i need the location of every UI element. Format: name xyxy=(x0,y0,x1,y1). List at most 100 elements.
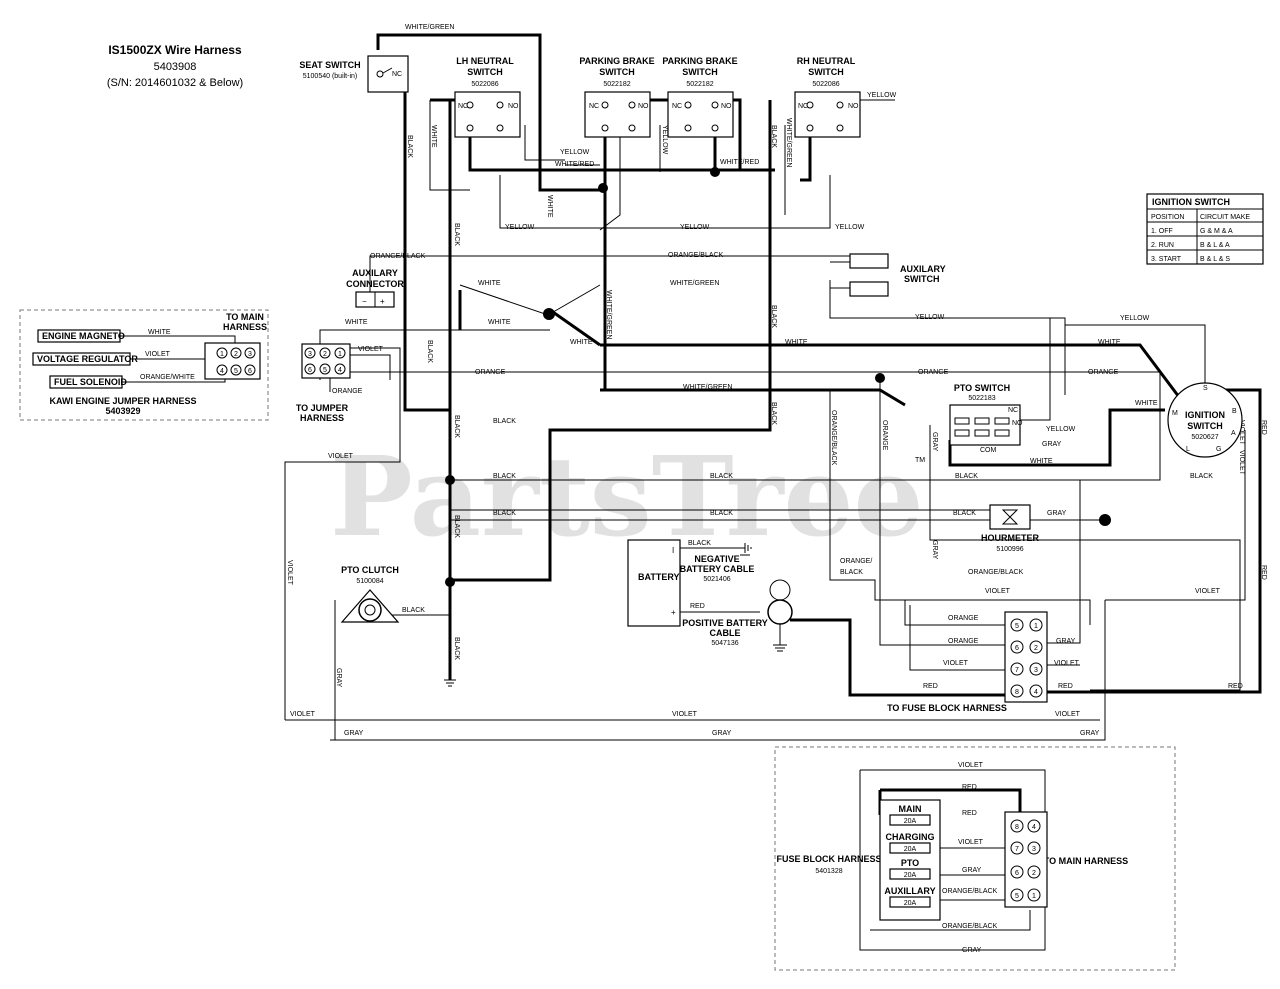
svg-text:20A: 20A xyxy=(904,846,917,853)
svg-text:HOURMETER: HOURMETER xyxy=(981,533,1039,543)
svg-text:G & M & A: G & M & A xyxy=(1200,228,1233,235)
wire-label: GRAY xyxy=(931,432,938,452)
wire-label: BLACK xyxy=(840,569,863,576)
thick-wires xyxy=(376,33,1262,825)
svg-text:1: 1 xyxy=(1032,893,1036,900)
wire-label: YELLOW xyxy=(1120,315,1150,322)
svg-text:5022182: 5022182 xyxy=(603,81,630,88)
svg-text:3: 3 xyxy=(1034,667,1038,674)
wire-label: ORANGE/ xyxy=(840,558,872,565)
svg-text:B: B xyxy=(1232,408,1237,415)
svg-text:S: S xyxy=(1203,385,1208,392)
svg-text:TO JUMPER: TO JUMPER xyxy=(296,403,349,413)
wire-label: BLACK xyxy=(710,473,733,480)
wire-label: VIOLET xyxy=(672,711,698,718)
svg-text:+: + xyxy=(671,608,676,617)
svg-text:3: 3 xyxy=(248,351,252,358)
to-jumper-harness-connector: 3 2 1 6 5 4 TO JUMPER HARNESS xyxy=(296,343,351,423)
svg-text:5: 5 xyxy=(1015,623,1019,630)
wire-label: WHITE/RED xyxy=(720,159,759,166)
diagram-serial: (S/N: 2014601032 & Below) xyxy=(107,77,243,89)
svg-text:2: 2 xyxy=(323,351,327,358)
wire-label: WHITE/GREEN xyxy=(605,290,612,339)
svg-text:3: 3 xyxy=(1032,846,1036,853)
wire-label: WHITE xyxy=(1030,458,1053,465)
svg-text:BATTERY: BATTERY xyxy=(638,572,680,582)
svg-text:NC: NC xyxy=(672,103,682,110)
svg-text:TO FUSE BLOCK HARNESS: TO FUSE BLOCK HARNESS xyxy=(887,703,1007,713)
svg-text:POSITIVE BATTERY: POSITIVE BATTERY xyxy=(682,618,768,628)
hourmeter: HOURMETER 5100996 xyxy=(981,504,1039,553)
svg-text:5401328: 5401328 xyxy=(815,868,842,875)
parking-brake-switch-1: PARKING BRAKE SWITCH 5022182 NC NO xyxy=(579,56,655,138)
svg-text:5403929: 5403929 xyxy=(105,406,140,416)
wire-label: BLACK xyxy=(406,135,413,158)
svg-text:3. START: 3. START xyxy=(1151,256,1182,263)
wire-label: YELLOW xyxy=(505,224,535,231)
svg-text:SWITCH: SWITCH xyxy=(808,67,844,77)
svg-text:1: 1 xyxy=(338,351,342,358)
svg-text:PTO SWITCH: PTO SWITCH xyxy=(954,383,1010,393)
svg-text:NO: NO xyxy=(1012,420,1023,427)
junction-dot xyxy=(875,373,885,383)
wire-label: WHITE/GREEN xyxy=(785,118,792,167)
svg-text:RED: RED xyxy=(962,810,977,817)
svg-text:4: 4 xyxy=(1034,689,1038,696)
wire-label: GRAY xyxy=(335,668,342,688)
svg-text:NO: NO xyxy=(848,103,859,110)
junction-dots xyxy=(445,167,1111,587)
svg-text:NO: NO xyxy=(638,103,649,110)
svg-text:7: 7 xyxy=(1015,667,1019,674)
svg-text:SWITCH: SWITCH xyxy=(682,67,718,77)
svg-text:20A: 20A xyxy=(904,872,917,879)
wire-label: YELLOW xyxy=(915,314,945,321)
svg-text:NEGATIVE: NEGATIVE xyxy=(694,554,739,564)
svg-text:GRAY: GRAY xyxy=(962,947,982,954)
svg-text:3: 3 xyxy=(308,351,312,358)
svg-text:NC: NC xyxy=(798,103,808,110)
svg-text:1: 1 xyxy=(1034,623,1038,630)
wire-label: BLACK xyxy=(453,415,460,438)
wire-label: WHITE xyxy=(570,339,593,346)
wire-label: VIOLET xyxy=(290,711,316,718)
svg-text:5047136: 5047136 xyxy=(711,640,738,647)
svg-text:VOLTAGE REGULATOR: VOLTAGE REGULATOR xyxy=(37,354,138,364)
wire-label: YELLOW xyxy=(867,92,897,99)
svg-text:IGNITION: IGNITION xyxy=(1185,410,1225,420)
wire-label: BLACK xyxy=(710,510,733,517)
ground-symbol xyxy=(444,679,456,687)
wire-label: ORANGE/BLACK xyxy=(968,569,1024,576)
wire-label: WHITE xyxy=(546,195,553,218)
svg-text:2. RUN: 2. RUN xyxy=(1151,242,1174,249)
wire-label: GRAY xyxy=(1056,638,1076,645)
wire-label: BLACK xyxy=(426,340,433,363)
auxilary-connector: AUXILARY CONNECTOR − + xyxy=(346,268,404,308)
svg-text:7: 7 xyxy=(1015,846,1019,853)
wire-label: RED xyxy=(690,603,705,610)
svg-text:8: 8 xyxy=(1015,824,1019,831)
wire-label: BLACK xyxy=(493,418,516,425)
svg-text:L: L xyxy=(1186,446,1190,453)
svg-text:GRAY: GRAY xyxy=(962,867,982,874)
svg-text:5022183: 5022183 xyxy=(968,395,995,402)
wire-label: VIOLET xyxy=(943,660,969,667)
wire-label: BLACK xyxy=(770,402,777,425)
junction-dot xyxy=(445,475,455,485)
svg-text:SWITCH: SWITCH xyxy=(467,67,503,77)
svg-text:NO: NO xyxy=(508,103,519,110)
diagram-title: IS1500ZX Wire Harness xyxy=(108,43,242,57)
svg-text:SWITCH: SWITCH xyxy=(904,274,940,284)
svg-text:I: I xyxy=(672,546,674,555)
wire-label: BLACK xyxy=(493,510,516,517)
watermark-tm: TM xyxy=(915,457,925,464)
svg-text:NC: NC xyxy=(1008,407,1018,414)
wire-label: ORANGE xyxy=(918,369,949,376)
wire-label: VIOLET xyxy=(1238,420,1245,446)
wire-label: WHITE xyxy=(488,319,511,326)
svg-text:SEAT SWITCH: SEAT SWITCH xyxy=(299,60,360,70)
seat-switch: NC SEAT SWITCH 5100540 (built-in) xyxy=(299,55,409,93)
svg-text:NC: NC xyxy=(458,103,468,110)
svg-text:5022182: 5022182 xyxy=(686,81,713,88)
svg-text:PARKING BRAKE: PARKING BRAKE xyxy=(579,56,654,66)
